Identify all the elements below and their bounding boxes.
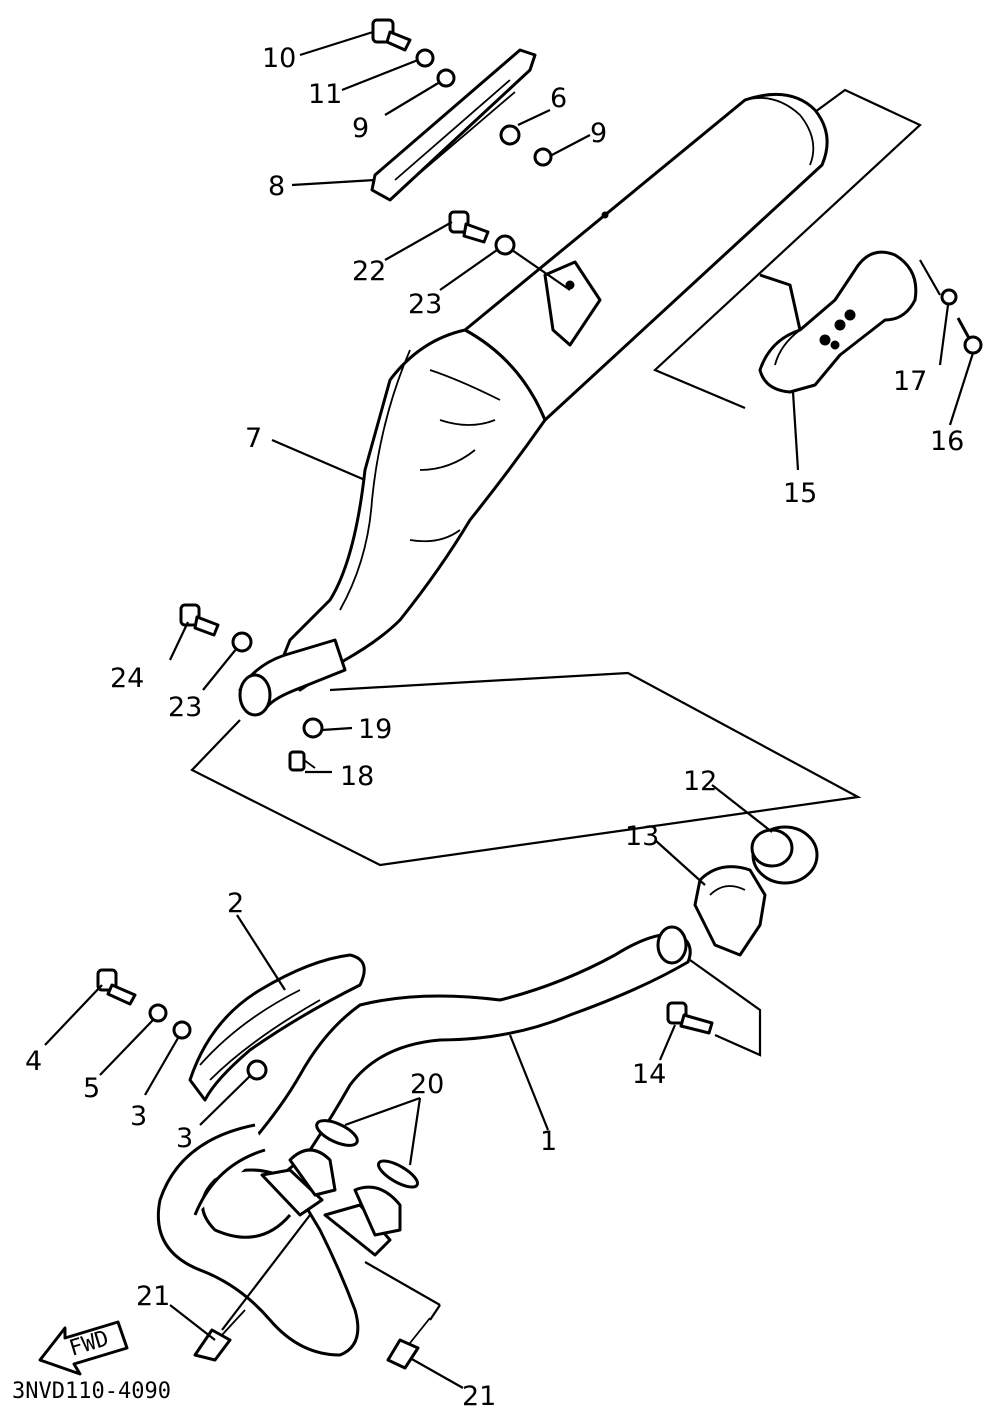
gasket-part-20-b: [377, 1159, 419, 1189]
callout-labels: 10 11 9 6 9 8 22 23 7 24 23 19 18 17 16 …: [25, 43, 964, 1412]
assembly-line-14: [689, 959, 762, 1057]
callout-10: 10: [262, 43, 296, 74]
leader-lines: [44, 30, 975, 1389]
callout-22: 22: [352, 256, 386, 287]
callout-15: 15: [783, 478, 817, 509]
bolt-part-21-left: [193, 1309, 246, 1362]
bolt-part-10: [371, 18, 412, 52]
nut-part-9-upper: [436, 68, 456, 88]
callout-21-left: 21: [136, 1281, 170, 1312]
washer-part-17: [940, 288, 958, 306]
spark-arrester-part-15: [758, 250, 918, 394]
callout-1: 1: [540, 1126, 557, 1157]
callout-21-right: 21: [462, 1381, 496, 1412]
collar-part-3-upper: [172, 1020, 192, 1040]
callout-7: 7: [245, 423, 262, 454]
washer-part-23-upper: [494, 234, 516, 256]
diagram-code: 3NVD110-4090: [12, 1379, 171, 1404]
callout-8: 8: [268, 171, 285, 202]
callout-18: 18: [340, 761, 374, 792]
protector-part-8: [370, 48, 537, 202]
bolt-part-22: [448, 210, 490, 244]
gasket-part-12: [750, 825, 819, 885]
assembly-line-17: [919, 259, 941, 296]
exhaust-pipe-part-1: [156, 925, 692, 1357]
callout-17: 17: [893, 366, 927, 397]
nut-part-9-right: [533, 147, 553, 167]
callout-5: 5: [83, 1073, 100, 1104]
protector-part-2: [188, 953, 366, 1102]
bolt-part-4: [96, 968, 137, 1006]
callout-19: 19: [358, 714, 392, 745]
bolt-part-21-right: [386, 1317, 431, 1370]
gasket-part-20-a: [315, 1119, 359, 1147]
callout-23-lower: 23: [168, 692, 202, 723]
bolt-part-24: [179, 603, 220, 637]
callout-9-upper: 9: [352, 113, 369, 144]
washer-part-5: [148, 1003, 168, 1023]
washer-part-11: [415, 48, 435, 68]
callout-6: 6: [550, 83, 567, 114]
callout-16: 16: [930, 426, 964, 457]
assembly-line-upper: [653, 88, 922, 410]
collar-part-3-lower: [246, 1059, 268, 1081]
callout-20: 20: [410, 1069, 444, 1100]
clamp-part-13: [693, 865, 767, 957]
callout-2: 2: [227, 888, 244, 919]
fwd-label: FWD: [66, 1326, 111, 1362]
washer-part-19: [302, 717, 324, 739]
callout-9-right: 9: [590, 118, 607, 149]
bolt-part-18: [288, 750, 316, 772]
muffler-part-7: [238, 92, 829, 717]
bolt-part-16: [956, 317, 983, 355]
callout-14: 14: [632, 1059, 666, 1090]
callout-4: 4: [25, 1046, 42, 1077]
callout-11: 11: [308, 79, 342, 110]
callout-3-lower: 3: [176, 1123, 193, 1154]
callout-24: 24: [110, 663, 144, 694]
assembly-line-middle: [190, 671, 862, 867]
fwd-arrow-icon: FWD: [38, 1320, 129, 1376]
flange-left: [260, 1148, 337, 1217]
callout-13: 13: [625, 821, 659, 852]
callout-12: 12: [683, 766, 717, 797]
flange-right: [323, 1185, 402, 1257]
callout-3-upper: 3: [130, 1101, 147, 1132]
callout-23-upper: 23: [408, 289, 442, 320]
washer-part-23-lower: [231, 631, 253, 653]
nut-part-6: [499, 124, 521, 146]
bolt-part-14: [666, 1001, 714, 1035]
